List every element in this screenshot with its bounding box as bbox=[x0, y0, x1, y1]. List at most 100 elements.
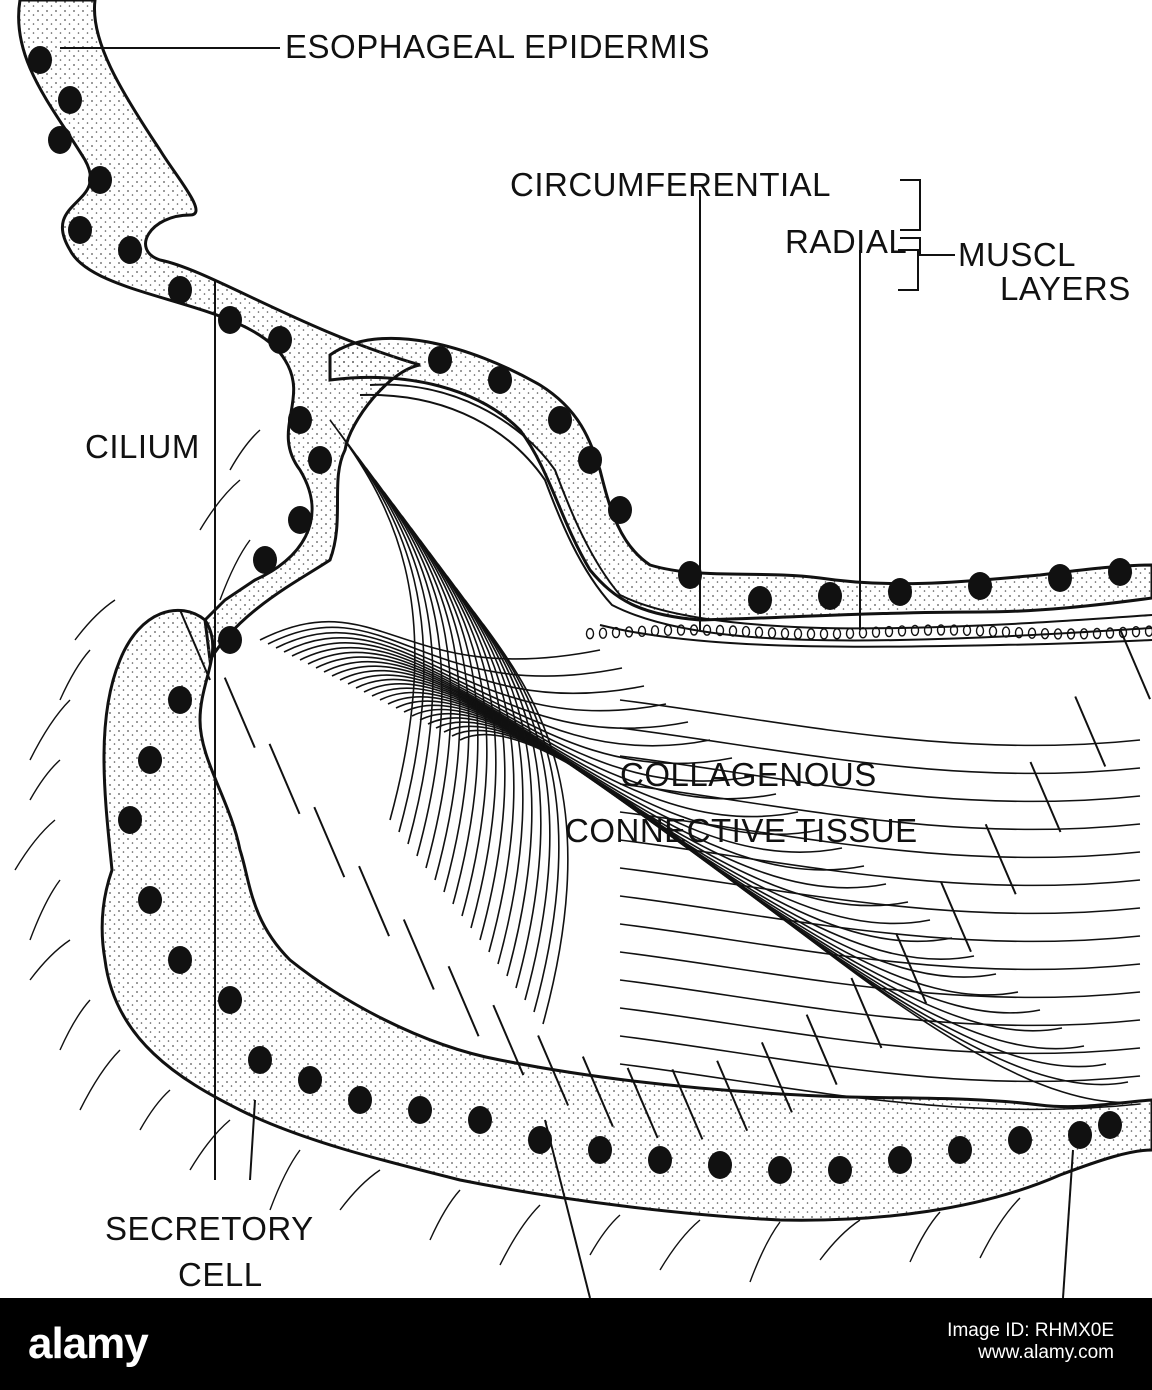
upper-epidermis bbox=[330, 338, 1152, 620]
cilium-strand bbox=[30, 880, 60, 940]
cell-wall bbox=[449, 966, 479, 1036]
nucleus bbox=[548, 406, 572, 434]
cilium-strand bbox=[590, 1215, 620, 1255]
nucleus bbox=[138, 886, 162, 914]
nucleus bbox=[588, 1136, 612, 1164]
cilium-strand bbox=[230, 430, 260, 470]
tissue-diagram: ESOPHAGEAL EPIDERMIS CIRCUMFERENTIAL RAD… bbox=[0, 0, 1152, 1298]
muscle-fiber-dot bbox=[652, 626, 659, 636]
cilium-strand bbox=[60, 1000, 90, 1050]
label-secretory: SECRETORY bbox=[105, 1212, 314, 1246]
cell-wall bbox=[314, 807, 344, 877]
nucleus bbox=[88, 166, 112, 194]
nucleus bbox=[948, 1136, 972, 1164]
muscle-fiber-dot bbox=[990, 626, 997, 636]
cilium-strand bbox=[190, 1120, 230, 1170]
nucleus bbox=[48, 126, 72, 154]
cell-wall bbox=[807, 1015, 837, 1085]
nucleus bbox=[818, 582, 842, 610]
secretory-epithelium bbox=[102, 610, 1152, 1220]
cilium-strand bbox=[750, 1222, 780, 1282]
nucleus bbox=[1098, 1111, 1122, 1139]
image-id: Image ID: RHMX0E bbox=[947, 1320, 1114, 1342]
nucleus bbox=[308, 446, 332, 474]
muscle-fiber-dot bbox=[1068, 629, 1075, 639]
cell-wall bbox=[941, 882, 971, 952]
alamy-logo[interactable]: alamy bbox=[28, 1316, 148, 1372]
cilium-strand bbox=[500, 1205, 540, 1265]
muscle-fiber-dot bbox=[587, 629, 594, 639]
stock-footer: alamy Image ID: RHMX0E www.alamy.com bbox=[0, 1298, 1152, 1390]
cilium-strand bbox=[75, 600, 115, 640]
label-muscle-layers-2: LAYERS bbox=[1000, 272, 1131, 306]
label-muscle-layers-1: MUSCL bbox=[958, 238, 1076, 272]
muscle-fiber-dot bbox=[600, 628, 607, 638]
cell-wall bbox=[1075, 697, 1105, 767]
nucleus bbox=[253, 546, 277, 574]
cilium-strand bbox=[820, 1220, 860, 1260]
cilium-strand bbox=[140, 1090, 170, 1130]
label-collagenous: COLLAGENOUS bbox=[620, 758, 877, 792]
muscle-fiber-dot bbox=[1081, 629, 1088, 639]
cilium-strand bbox=[980, 1198, 1020, 1258]
cilium-strand bbox=[430, 1190, 460, 1240]
cilium-strand bbox=[660, 1220, 700, 1270]
cilium-strand bbox=[15, 820, 55, 870]
nucleus bbox=[68, 216, 92, 244]
cilium-strand bbox=[200, 480, 240, 530]
nucleus bbox=[138, 746, 162, 774]
nucleus bbox=[168, 686, 192, 714]
nucleus bbox=[648, 1146, 672, 1174]
nucleus bbox=[28, 46, 52, 74]
nucleus bbox=[168, 946, 192, 974]
nucleus bbox=[768, 1156, 792, 1184]
image-id-block: Image ID: RHMX0E www.alamy.com bbox=[947, 1320, 1114, 1364]
cilium-strand bbox=[30, 760, 60, 800]
nucleus bbox=[118, 236, 142, 264]
cilium-strand bbox=[60, 650, 90, 700]
nucleus bbox=[118, 806, 142, 834]
cilium-strand bbox=[340, 1170, 380, 1210]
muscle-fiber-dot bbox=[756, 627, 763, 637]
nucleus bbox=[748, 586, 772, 614]
cilium-strand bbox=[30, 700, 70, 760]
nucleus bbox=[1108, 558, 1132, 586]
muscle-fiber-dot bbox=[795, 629, 802, 639]
cell-wall bbox=[896, 933, 926, 1003]
label-connective-tissue: CONNECTIVE TISSUE bbox=[565, 814, 918, 848]
label-cilium: CILIUM bbox=[85, 430, 200, 464]
nucleus bbox=[1048, 564, 1072, 592]
nucleus bbox=[828, 1156, 852, 1184]
nucleus bbox=[468, 1106, 492, 1134]
muscle-fiber-dot bbox=[743, 627, 750, 637]
muscle-fiber-dot bbox=[808, 629, 815, 639]
muscle-fiber-dot bbox=[821, 629, 828, 639]
nucleus bbox=[888, 1146, 912, 1174]
nucleus bbox=[348, 1086, 372, 1114]
muscle-fiber-dot bbox=[834, 629, 841, 639]
muscle-fiber-dot bbox=[704, 625, 711, 635]
site-url[interactable]: www.alamy.com bbox=[947, 1342, 1114, 1364]
nucleus bbox=[488, 366, 512, 394]
cell-wall bbox=[270, 744, 300, 814]
muscle-fiber-dot bbox=[769, 628, 776, 638]
nucleus bbox=[428, 346, 452, 374]
cell-wall bbox=[359, 866, 389, 936]
nucleus bbox=[268, 326, 292, 354]
nucleus bbox=[248, 1046, 272, 1074]
nucleus bbox=[58, 86, 82, 114]
cilium-strand bbox=[910, 1212, 940, 1262]
cell-wall bbox=[225, 678, 255, 748]
cilium-strand bbox=[80, 1050, 120, 1110]
nucleus bbox=[578, 446, 602, 474]
nucleus bbox=[1008, 1126, 1032, 1154]
nucleus bbox=[288, 406, 312, 434]
nucleus bbox=[708, 1151, 732, 1179]
cell-wall bbox=[986, 824, 1016, 894]
label-esophageal-epidermis: ESOPHAGEAL EPIDERMIS bbox=[285, 30, 710, 64]
muscle-fiber-dot bbox=[847, 628, 854, 638]
muscle-fiber-dot bbox=[782, 628, 789, 638]
label-secretory-cell: CELL bbox=[178, 1258, 263, 1292]
muscle-fiber-dot bbox=[665, 625, 672, 635]
muscle-fiber-dot bbox=[977, 626, 984, 636]
